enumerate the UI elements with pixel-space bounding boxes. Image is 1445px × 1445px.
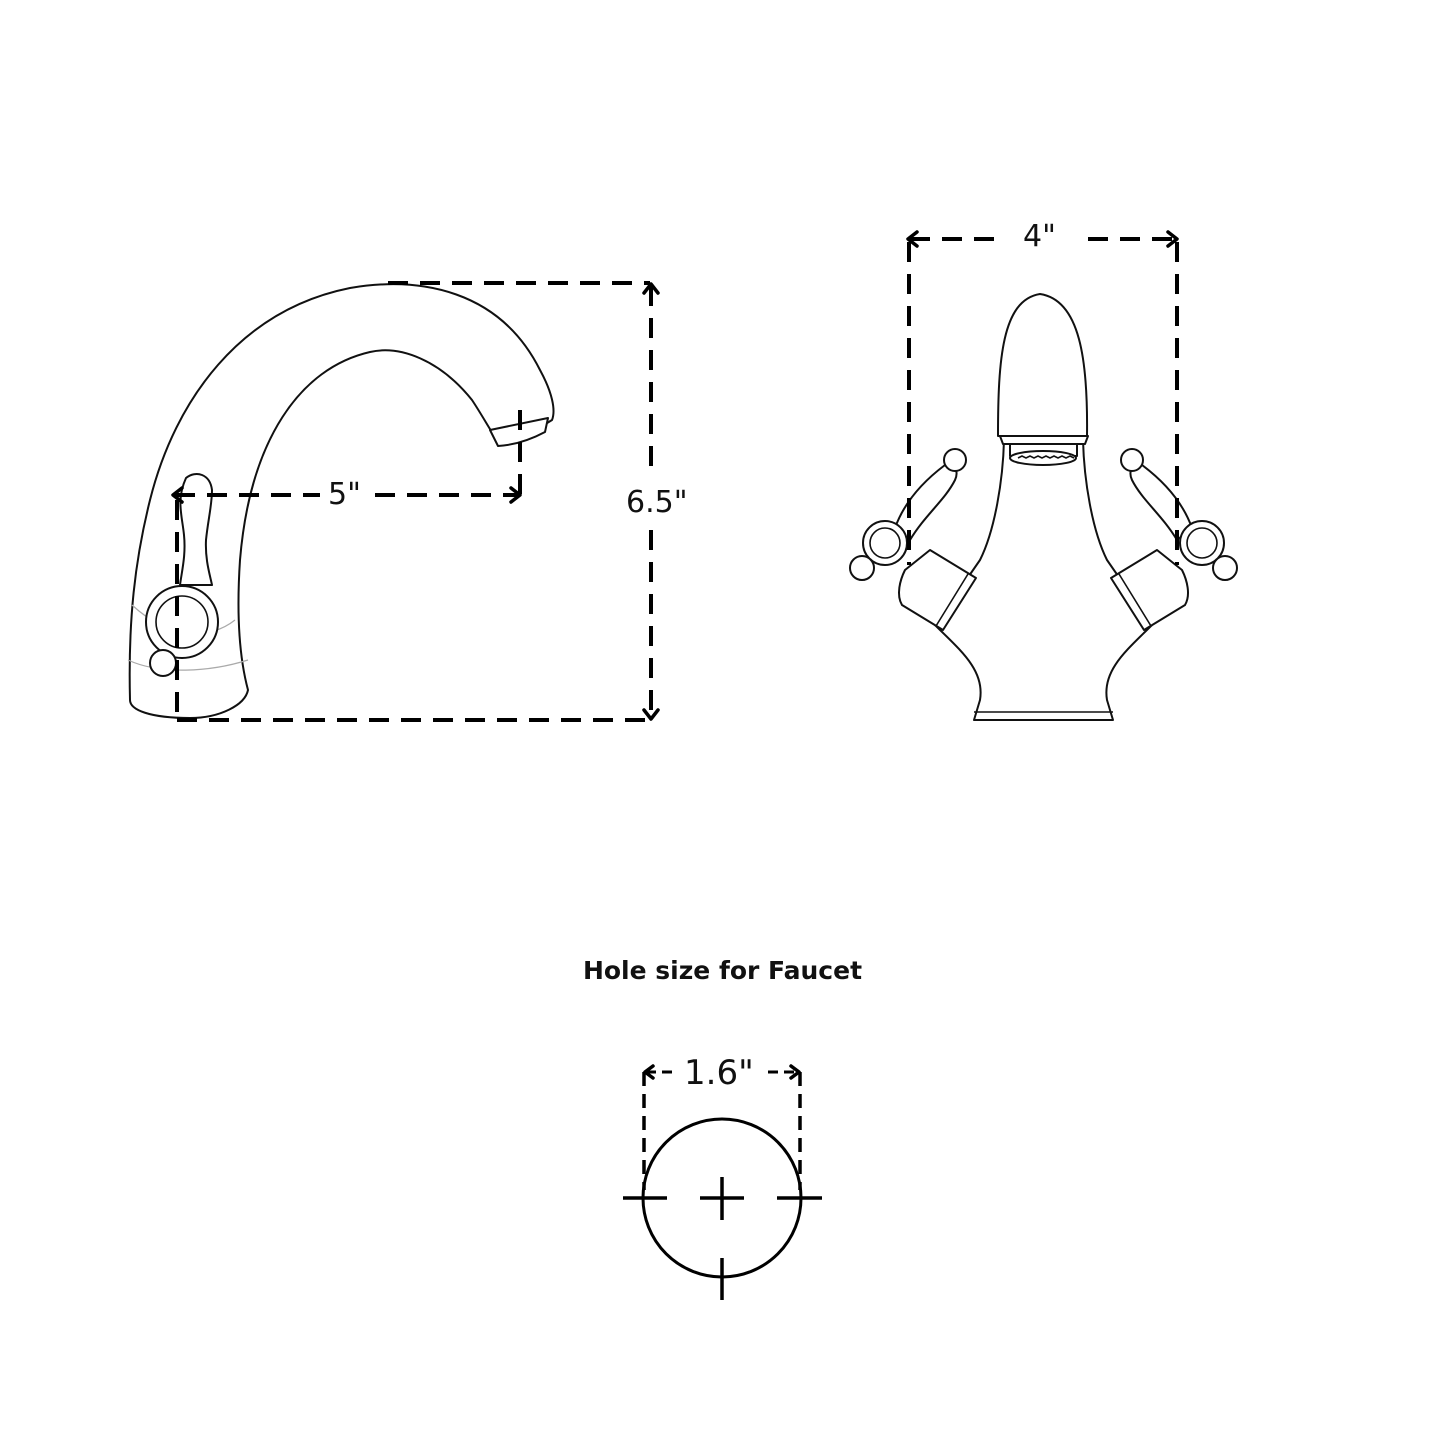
front-left-valve <box>897 549 977 631</box>
arrow-left-icon <box>643 1064 655 1080</box>
front-view-faucet <box>849 293 1238 721</box>
arrow-left-icon <box>906 230 919 248</box>
arrow-right-icon <box>509 486 522 504</box>
arrow-down-icon <box>642 708 660 721</box>
hole-diagram <box>623 1064 822 1300</box>
reach-dimension-label: 5" <box>328 477 361 512</box>
hole-diameter-label: 1.6" <box>684 1053 754 1093</box>
height-dimension-label: 6.5" <box>626 485 688 520</box>
side-base-line <box>127 659 249 671</box>
hole-size-title: Hole size for Faucet <box>582 956 863 985</box>
front-view-dimensions <box>906 230 1179 565</box>
side-handle-lever <box>179 473 213 586</box>
front-body <box>934 439 1153 721</box>
side-view-dimensions <box>171 281 660 722</box>
side-view-faucet <box>127 283 555 719</box>
side-handle-knob <box>149 649 177 677</box>
front-left-handle <box>894 462 958 541</box>
arrow-up-icon <box>642 282 660 295</box>
front-right-handle <box>1129 462 1193 541</box>
side-aerator <box>489 417 549 447</box>
arrow-left-icon <box>171 486 184 504</box>
front-right-valve <box>1110 549 1190 631</box>
width-dimension-label: 4" <box>1023 219 1056 254</box>
arrow-right-icon <box>789 1064 801 1080</box>
front-spout <box>997 293 1089 437</box>
arrow-right-icon <box>1166 230 1179 248</box>
